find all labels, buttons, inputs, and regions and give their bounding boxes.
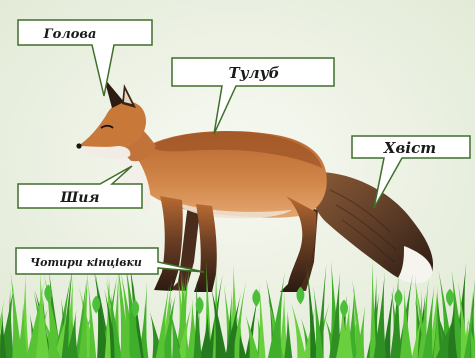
label-neck: Шия [59,190,99,206]
label-head: Голова [43,27,97,42]
fox-nose [76,143,81,148]
label-body: Тулуб [229,64,280,82]
label-legs: Чотири кінцівки [30,256,142,269]
label-tail: Хвіст [383,139,436,157]
